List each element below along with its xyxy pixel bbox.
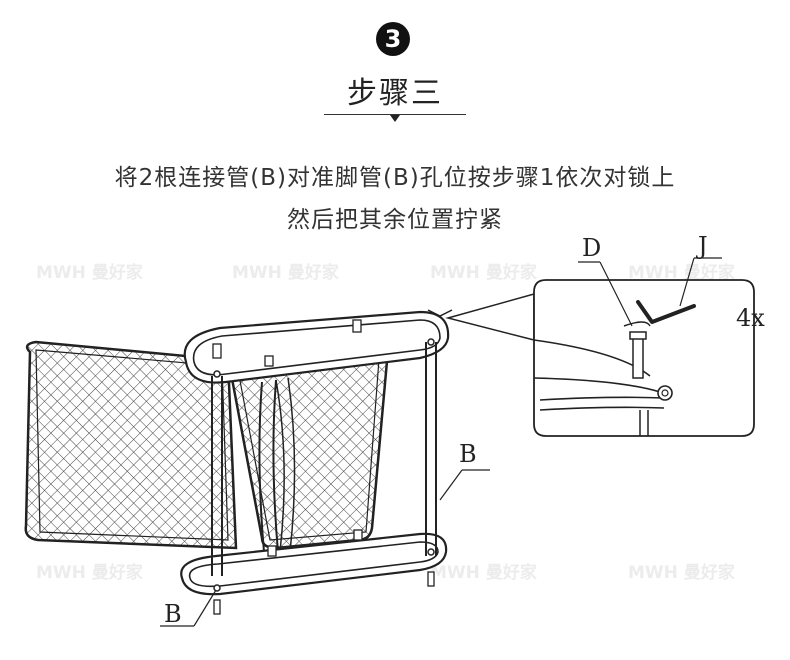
allen-key-icon xyxy=(636,300,696,324)
bottom-frame-ring xyxy=(180,532,448,596)
watermark-row-top: MWH 曼好家 MWH 曼好家 MWH 曼好家 MWH 曼好家 xyxy=(36,262,735,283)
step-title: 步骤三 xyxy=(347,76,443,111)
svg-text:MWH 曼好家: MWH 曼好家 xyxy=(36,562,143,583)
label-part-b-right: B xyxy=(459,440,477,468)
svg-text:MWH 曼好家: MWH 曼好家 xyxy=(628,262,735,283)
label-part-j: J xyxy=(695,232,708,260)
title-caret-icon xyxy=(390,115,400,122)
seat-support-bars xyxy=(258,377,296,553)
svg-text:MWH 曼好家: MWH 曼好家 xyxy=(628,562,735,583)
svg-text:MWH 曼好家: MWH 曼好家 xyxy=(232,262,339,283)
title-underline xyxy=(324,114,466,115)
instruction-line-1: 将2根连接管(B)对准脚管(B)孔位按步骤1依次对锁上 xyxy=(114,165,676,191)
svg-text:MWH 曼好家: MWH 曼好家 xyxy=(430,262,537,283)
chair-back-panel xyxy=(24,340,238,550)
connecting-tube-left xyxy=(211,376,223,576)
leader-line-j xyxy=(679,257,695,307)
svg-text:MWH 曼好家: MWH 曼好家 xyxy=(36,262,143,283)
leader-line-d xyxy=(599,261,633,327)
bolts xyxy=(212,309,453,615)
detail-callout-box xyxy=(533,279,755,437)
callout-pointer xyxy=(445,293,535,341)
leader-line-b-left xyxy=(193,589,217,627)
connecting-tube-right xyxy=(425,342,437,556)
instruction-line-2: 然后把其余位置拧紧 xyxy=(287,207,503,233)
leader-line-b-right xyxy=(439,469,463,501)
label-part-b-left: B xyxy=(164,600,182,628)
label-part-d: D xyxy=(582,234,601,262)
step-number-badge: 3 xyxy=(376,22,410,56)
label-quantity: 4x xyxy=(736,304,765,332)
svg-text:MWH 曼好家: MWH 曼好家 xyxy=(430,562,537,583)
